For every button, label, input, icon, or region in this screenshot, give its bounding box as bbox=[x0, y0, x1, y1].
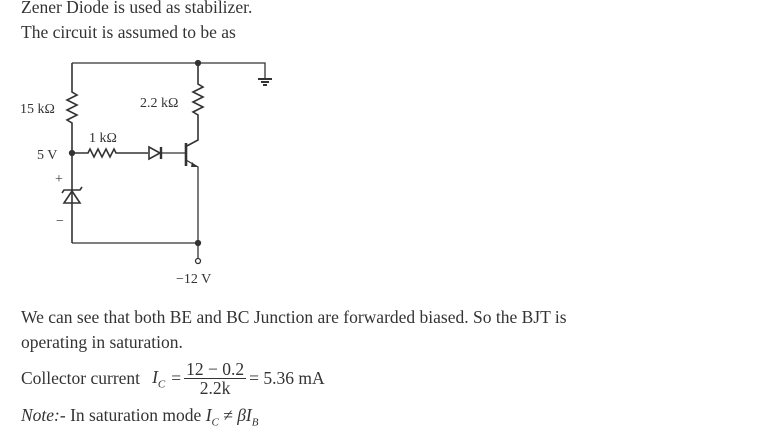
note-label: Note: bbox=[21, 405, 60, 425]
eq-fraction: 12 − 0.2 2.2k bbox=[184, 359, 247, 398]
resistor-15k bbox=[65, 63, 79, 243]
r2-label: 2.2 kΩ bbox=[140, 96, 178, 111]
node-bottom bbox=[194, 239, 202, 247]
r1-label: 15 kΩ bbox=[20, 102, 55, 117]
eq-result: = 5.36 mA bbox=[249, 368, 325, 388]
wire-bottom bbox=[72, 242, 199, 258]
resistor-2k2 bbox=[184, 63, 205, 148]
eq-var: I bbox=[152, 366, 158, 387]
note-beta-sub: B bbox=[251, 416, 259, 429]
explanation-line-2: operating in saturation. bbox=[21, 332, 183, 352]
note-beta: βI bbox=[237, 405, 252, 425]
diode-icon bbox=[148, 145, 162, 161]
note-op: ≠ bbox=[218, 405, 238, 425]
eq-var-sub: C bbox=[157, 378, 166, 391]
eq-equals: = bbox=[171, 368, 182, 388]
intro-line-1: Zener Diode is used as stabilizer. bbox=[21, 0, 253, 17]
note-line: Note:- In saturation mode IC ≠ βIB bbox=[21, 405, 259, 429]
eq-denominator: 2.2k bbox=[199, 378, 231, 398]
zener-diode-icon bbox=[61, 186, 83, 204]
eq-numerator: 12 − 0.2 bbox=[184, 359, 247, 379]
collector-current-equation: Collector current IC = 12 − 0.2 2.2k = 5… bbox=[21, 360, 325, 397]
note-var-sub: C bbox=[211, 416, 219, 429]
zener-minus: − bbox=[56, 214, 64, 229]
eq-prefix: Collector current bbox=[21, 368, 141, 388]
ground-icon bbox=[258, 78, 272, 86]
intro-line-2: The circuit is assumed to be as bbox=[21, 22, 236, 42]
supply-label: −12 V bbox=[176, 272, 211, 287]
explanation-line-1: We can see that both BE and BC Junction … bbox=[21, 307, 567, 327]
note-text: - In saturation mode bbox=[59, 405, 206, 425]
supply-terminal bbox=[194, 257, 202, 265]
zener-plus: + bbox=[55, 172, 63, 187]
wire-top bbox=[72, 62, 266, 78]
node-label: 5 V bbox=[37, 148, 57, 163]
note-var: I bbox=[205, 405, 212, 425]
bjt-emitter bbox=[185, 159, 199, 243]
circuit-diagram: 15 kΩ 2.2 kΩ 1 kΩ 5 V + − −12 V bbox=[20, 59, 272, 287]
resistor-1k bbox=[72, 147, 148, 159]
r3-label: 1 kΩ bbox=[89, 131, 117, 146]
